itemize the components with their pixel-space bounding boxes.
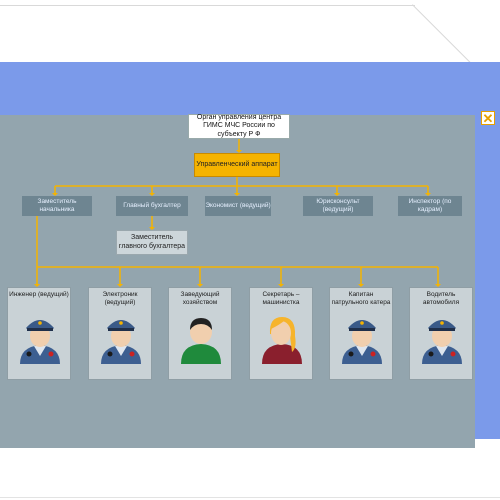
staff-card-electronics: Электроник (ведущий) — [88, 287, 152, 380]
node-economist: Экономист (ведущий) — [205, 196, 271, 216]
staff-card-label: Заведующий хозяйством — [180, 291, 220, 306]
officer-icon — [101, 320, 141, 364]
staff-card-label: Капитан патрульного катера — [331, 291, 391, 306]
node-hr-inspector: Инспектор (по кадрам) — [398, 196, 462, 216]
staff-card-housekeeper: Заведующий хозяйством — [168, 287, 232, 380]
node-deputy-head: Заместитель начальника — [22, 196, 92, 216]
staff-card-driver: Водитель автомобиля — [409, 287, 473, 380]
person-blonde-icon — [262, 317, 302, 364]
staff-card-label: Водитель автомобиля — [422, 291, 460, 306]
staff-card-label: Инженер (ведущий) — [9, 291, 69, 298]
management-box: Управленческий аппарат — [194, 153, 280, 177]
staff-card-boat-captain: Капитан патрульного катера — [329, 287, 393, 380]
node-deputy-chief-accountant: Заместитель главного бухгалтера — [116, 230, 188, 255]
frame-line — [0, 5, 415, 6]
frame-line-bottom — [0, 497, 500, 498]
staff-card-engineer: Инженер (ведущий) — [7, 287, 71, 380]
staff-card-label: Электроник (ведущий) — [102, 291, 138, 306]
node-chief-accountant: Главный бухгалтер — [116, 196, 188, 216]
officer-icon — [20, 320, 60, 364]
close-button[interactable]: ✕ — [481, 111, 495, 125]
node-legal-counsel: Юрисконсульт (ведущий) — [303, 196, 373, 216]
root-org-box: Орган управления центра ГИМС МЧС России … — [188, 114, 290, 139]
person-green-icon — [181, 318, 221, 364]
staff-card-secretary: Секретарь – машинистка — [249, 287, 313, 380]
officer-icon — [342, 320, 382, 364]
staff-card-label: Секретарь – машинистка — [262, 291, 300, 306]
officer-icon — [422, 320, 462, 364]
close-icon: ✕ — [482, 111, 494, 126]
